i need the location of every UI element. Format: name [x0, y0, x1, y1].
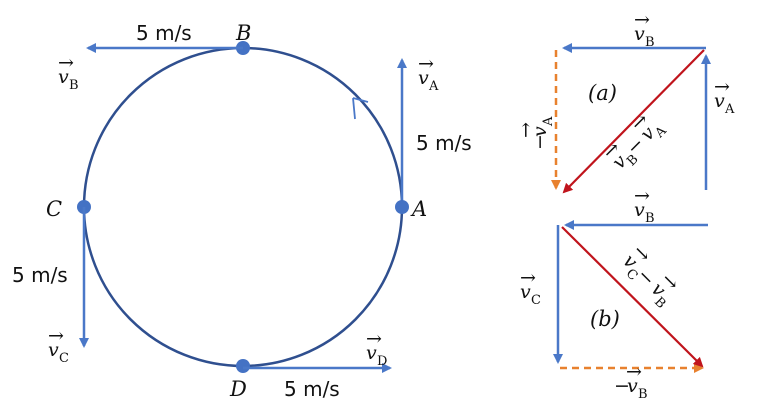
panel-b-diff-arrow	[561, 226, 704, 368]
panel-b-label: (b)	[590, 307, 620, 331]
vector-label-vd: → v D	[366, 328, 387, 369]
svg-text:C: C	[59, 351, 69, 366]
svg-text:→: →	[714, 76, 730, 98]
point-d	[236, 359, 250, 373]
panel-a-vb-label: → v B	[634, 9, 655, 50]
svg-text:v: v	[418, 67, 429, 89]
point-b-label: B	[235, 21, 251, 45]
svg-text:→: →	[520, 267, 536, 289]
svg-text:v: v	[520, 281, 531, 303]
circular-path	[82, 46, 404, 368]
svg-text:v: v	[714, 90, 725, 112]
point-a-label: A	[410, 197, 427, 221]
svg-text:→: →	[634, 9, 650, 31]
svg-text:B: B	[69, 78, 79, 93]
svg-text:v: v	[634, 23, 645, 45]
svg-text:→: →	[626, 361, 642, 383]
panel-a-neg-va-label: − → v A	[515, 116, 556, 150]
speed-label-bottom: 5 m/s	[284, 377, 340, 401]
svg-text:→: →	[515, 122, 537, 138]
circle-figure: A B C D 5 m/s 5 m/s 5 m/s 5 m/s → v A → …	[12, 21, 472, 401]
panel-a-va-label: → v A	[714, 76, 735, 117]
point-a	[395, 200, 409, 214]
vector-label-va: → v A	[418, 53, 439, 94]
svg-text:→: →	[418, 53, 434, 75]
svg-text:→: →	[48, 325, 64, 347]
panel-b: (b) → v B → v C − → v B → v C − → v B	[520, 185, 708, 402]
panel-b-neg-vb-label: − → v B	[614, 361, 648, 402]
vector-label-vb: → v B	[58, 52, 79, 93]
speed-label-right: 5 m/s	[416, 131, 472, 155]
svg-text:v: v	[634, 199, 645, 221]
point-d-label: D	[229, 377, 247, 401]
svg-text:A: A	[724, 102, 735, 117]
vector-label-vc: → v C	[48, 325, 69, 366]
panel-b-vc-label: → v C	[520, 267, 541, 308]
panel-a-diff-arrow	[562, 49, 705, 194]
svg-text:v: v	[627, 375, 638, 397]
svg-text:v: v	[48, 339, 59, 361]
speed-label-top: 5 m/s	[136, 21, 192, 45]
svg-text:C: C	[531, 293, 541, 308]
svg-text:A: A	[428, 79, 439, 94]
panel-a-label: (a)	[588, 81, 617, 105]
svg-text:D: D	[377, 354, 387, 369]
panel-b-vb-label: → v B	[634, 185, 655, 226]
speed-label-left: 5 m/s	[12, 263, 68, 287]
svg-text:B: B	[638, 387, 648, 402]
panel-a: (a) → v B → v A − → v A → v B − → v A	[515, 9, 735, 194]
svg-text:→: →	[366, 328, 382, 350]
svg-text:−: −	[614, 375, 630, 397]
svg-text:v: v	[58, 66, 69, 88]
svg-text:B: B	[645, 211, 655, 226]
svg-text:A: A	[541, 116, 556, 127]
svg-text:→: →	[634, 185, 650, 207]
direction-tick-icon	[352, 97, 369, 120]
panel-a-diff-label: → v B − → v A	[598, 108, 670, 173]
svg-text:→: →	[58, 52, 74, 74]
svg-text:v: v	[366, 342, 377, 364]
svg-text:v: v	[529, 126, 551, 137]
svg-text:−: −	[529, 134, 551, 150]
panel-b-diff-label: → v C − → v B	[618, 240, 683, 312]
point-c-label: C	[46, 197, 62, 221]
svg-text:B: B	[645, 35, 655, 50]
